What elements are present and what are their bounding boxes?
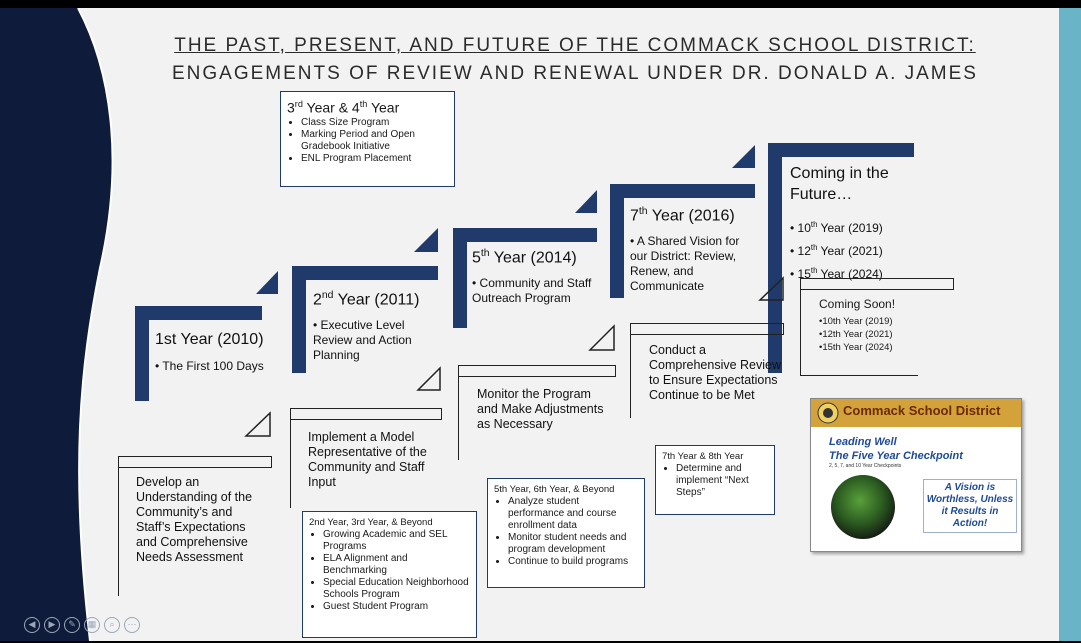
step4-title: 7th Year (2016): [630, 206, 735, 225]
action3-bracket-top: [458, 365, 616, 377]
step4-bracket: [610, 184, 755, 298]
step1-arrow: [256, 271, 278, 294]
left-wave-decoration: [0, 8, 114, 641]
year3-4-box-heading: 3rd Year & 4th Year: [287, 99, 400, 116]
step2-bullet: • Executive Level Review and Action Plan…: [313, 318, 412, 362]
step1-bullet: • The First 100 Days: [155, 359, 264, 373]
step4-arrow: [732, 145, 755, 168]
slide: THE PAST, PRESENT, AND FUTURE OF THE COM…: [0, 8, 1081, 641]
future-list: • 10th Year (2019) • 12th Year (2021) • …: [790, 215, 883, 284]
previous-slide-icon[interactable]: ◀: [24, 617, 40, 633]
year3-4-item: Marking Period and Open Gradebook Initia…: [301, 129, 448, 153]
slide-title-line-1: THE PAST, PRESENT, AND FUTURE OF THE COM…: [174, 35, 976, 56]
year5-6-box-heading: 5th Year, 6th Year, & Beyond: [494, 484, 615, 495]
action4-arrow: [758, 276, 784, 301]
step1-bracket: [135, 306, 262, 401]
year5-6-item: Analyze student performance and course e…: [508, 496, 638, 532]
year7-8-box-heading: 7th Year & 8th Year: [662, 451, 744, 462]
coming-soon-heading: Coming Soon!: [819, 297, 896, 311]
action1-arrow: [244, 411, 271, 437]
coming-soon-box: Coming Soon! •10th Year (2019) •12th Yea…: [800, 290, 918, 376]
district-seal-icon: [817, 402, 839, 424]
thumbnail-banner-text: Commack School District: [843, 403, 1001, 418]
step1-title: 1st Year (2010): [155, 331, 264, 348]
future-item: • 12th Year (2021): [790, 243, 883, 258]
year5-6-box: 5th Year, 6th Year, & Beyond Analyze stu…: [487, 478, 645, 588]
year3-4-item: Class Size Program: [301, 117, 448, 129]
brain-head-image: [831, 475, 895, 539]
step3-arrow: [575, 190, 597, 213]
step3-title: 5th Year (2014): [472, 248, 577, 267]
year2-3-item: Growing Academic and SEL Programs: [323, 529, 470, 553]
future-title: Coming in the Future…: [790, 165, 889, 203]
step4-bullet: • A Shared Vision for our District: Revi…: [630, 234, 740, 293]
zoom-icon[interactable]: ⌕: [104, 617, 120, 633]
action3-arrow: [588, 324, 615, 351]
thumbnail-small-text: 2, 5, 7, and 10 Year Checkpoints: [829, 463, 902, 469]
action2-text: Implement a Model Representative of the …: [308, 430, 427, 489]
year3-4-item: ENL Program Placement: [301, 153, 448, 165]
year7-8-item: Determine and implement “Next Steps”: [676, 463, 768, 499]
next-slide-icon[interactable]: ▶: [44, 617, 60, 633]
year2-3-box: 2nd Year, 3rd Year, & Beyond Growing Aca…: [302, 511, 477, 638]
coming-soon-bracket: [800, 278, 954, 290]
action3-text: Monitor the Program and Make Adjustments…: [477, 387, 604, 431]
coming-soon-item: •12th Year (2021): [819, 329, 893, 340]
year3-4-box: 3rd Year & 4th Year Class Size Program M…: [280, 91, 455, 187]
step3-bullet: • Community and Staff Outreach Program: [472, 276, 592, 305]
pen-icon[interactable]: ✎: [64, 617, 80, 633]
action1-bracket-top: [118, 456, 272, 468]
year5-6-item: Monitor student needs and program develo…: [508, 532, 638, 556]
coming-soon-item: •10th Year (2019): [819, 316, 893, 327]
right-accent-band: [1059, 8, 1081, 641]
staircase-graphic: [135, 143, 914, 437]
year5-6-item: Continue to build programs: [508, 556, 638, 568]
thumbnail-banner: [811, 399, 1021, 427]
future-item: • 15th Year (2024): [790, 266, 883, 281]
action2-bracket-top: [290, 408, 442, 420]
action1-text: Develop an Understanding of the Communit…: [136, 475, 253, 564]
action4-bracket-top: [630, 323, 784, 335]
future-item: • 10th Year (2019): [790, 220, 883, 235]
more-options-icon[interactable]: ⋯: [124, 617, 140, 633]
year2-3-item: Special Education Neighborhood Schools P…: [323, 577, 470, 601]
coming-soon-item: •15th Year (2024): [819, 342, 893, 353]
step2-arrow: [414, 228, 438, 252]
action2-arrow: [416, 366, 441, 391]
year2-3-item: Guest Student Program: [323, 601, 470, 613]
step2-title: 2nd Year (2011): [313, 290, 420, 309]
year7-8-box: 7th Year & 8th Year Determine and implem…: [655, 445, 775, 515]
slideshow-controls: ◀ ▶ ✎ ▦ ⌕ ⋯: [24, 617, 140, 633]
step2-bracket: [292, 266, 438, 373]
slides-grid-icon[interactable]: ▦: [84, 617, 100, 633]
slide-title-line-2: ENGAGEMENTS OF REVIEW AND RENEWAL UNDER …: [172, 63, 978, 84]
year2-3-item: ELA Alignment and Benchmarking: [323, 553, 470, 577]
year2-3-box-heading: 2nd Year, 3rd Year, & Beyond: [309, 517, 433, 528]
thumbnail-quote: A Vision is Worthless, Unless it Results…: [923, 479, 1017, 533]
action4-text: Conduct a Comprehensive Review to Ensure…: [649, 343, 782, 402]
